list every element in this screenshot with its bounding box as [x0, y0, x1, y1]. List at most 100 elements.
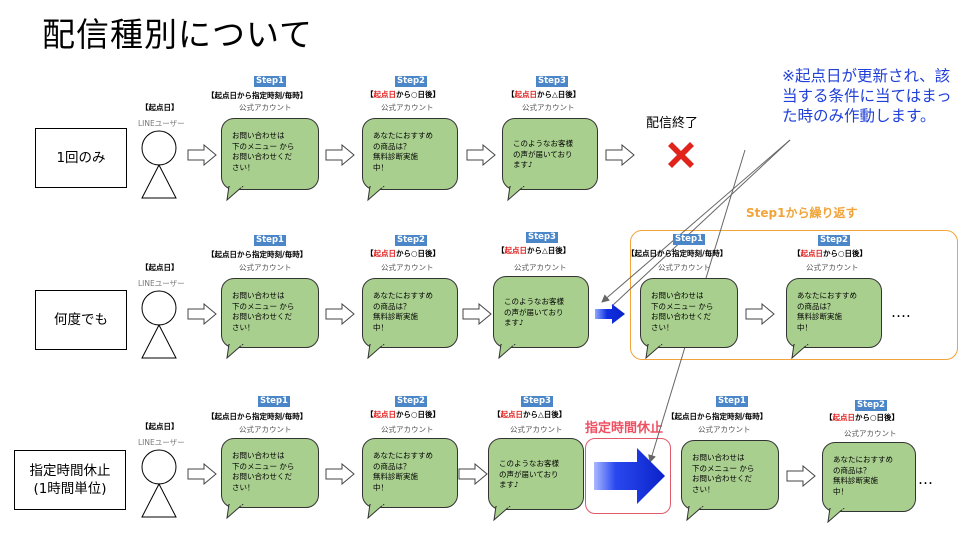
account-label: 公式アカウント — [239, 103, 292, 112]
message-bubble-step2: あなたにおすすめ の商品は？ 無料診断実施 中！ — [362, 278, 458, 348]
message-bubble-step3: このようなお客様 の声が届いており ます♪ — [502, 118, 598, 190]
bubble-tail — [507, 186, 525, 202]
step1-badge: Step1 — [716, 396, 748, 407]
kiten-label: 【起点日】 — [141, 263, 179, 272]
line-user-label: LINEユーザー — [138, 279, 185, 288]
account-label: 公式アカウント — [239, 263, 292, 272]
person-icon — [141, 290, 177, 359]
person-icon — [141, 449, 177, 518]
message-bubble-step1: お問い合わせは 下のメニュー から お問い合わせくだ さい！ — [221, 118, 319, 190]
step1-heading: 【起点日から指定時刻/毎時】 — [207, 250, 308, 259]
pause-label: 指定時間休止 — [585, 421, 664, 436]
step3-heading: 【起点日から△日後】 — [497, 246, 571, 255]
repeat-group-box — [630, 230, 958, 360]
account-label: 公式アカウント — [239, 425, 292, 434]
account-label: 公式アカウント — [514, 263, 567, 272]
hollow-arrow-icon — [786, 465, 816, 487]
line-user-label: LINEユーザー — [138, 438, 185, 447]
hollow-arrow-icon — [605, 144, 635, 166]
step1-heading: 【起点日から指定時刻/毎時】 — [207, 412, 308, 421]
hollow-arrow-icon — [187, 463, 217, 485]
message-bubble-step2: あなたにおすすめ の商品は？ 無料診断実施 中！ — [362, 438, 458, 508]
step2-heading: 【起点日から○日後】 — [366, 249, 441, 258]
bubble-tail — [645, 344, 663, 360]
blue-arrow-icon — [594, 448, 665, 504]
continuation-ellipsis: …. — [891, 303, 911, 321]
step1-badge: Step1 — [673, 234, 705, 245]
account-label: 公式アカウント — [844, 429, 897, 438]
bubble-tail — [827, 508, 845, 524]
message-bubble-step1: お問い合わせは 下のメニュー から お問い合わせくだ さい！ — [221, 278, 319, 348]
continuation-ellipsis: … — [918, 470, 933, 488]
note-text: ※起点日が更新され、該当する条件に当てはまった時のみ作動します。 — [782, 67, 952, 125]
bubble-tail — [226, 186, 244, 202]
bubble-tail — [367, 344, 385, 360]
account-label: 公式アカウント — [381, 103, 434, 112]
bubble-tail — [791, 344, 809, 360]
row-label-once: 1回のみ — [35, 128, 127, 188]
hollow-arrow-icon — [466, 144, 496, 166]
person-icon — [141, 130, 177, 199]
step3-heading: 【起点日から△日後】 — [507, 90, 581, 99]
message-bubble-step3: このようなお客様 の声が届いており ます♪ — [493, 276, 589, 348]
message-bubble-step1: お問い合わせは 下のメニュー から お問い合わせくだ さい！ — [640, 278, 738, 348]
step1-heading: 【起点日から指定時刻/毎時】 — [207, 91, 308, 100]
step3-badge: Step3 — [526, 232, 558, 243]
step1-badge: Step1 — [254, 76, 286, 87]
message-bubble-step1: お問い合わせは 下のメニュー から お問い合わせくだ さい！ — [221, 438, 319, 508]
red-x-icon — [668, 142, 694, 168]
account-label: 公式アカウント — [658, 263, 711, 272]
bubble-tail — [367, 186, 385, 202]
hollow-arrow-icon — [325, 463, 355, 485]
hollow-arrow-icon — [745, 303, 775, 325]
line-user-label: LINEユーザー — [138, 119, 185, 128]
delivery-end-label: 配信終了 — [646, 116, 699, 131]
step1-heading: 【起点日から指定時刻/毎時】 — [667, 412, 768, 421]
bubble-tail — [498, 344, 516, 360]
hollow-arrow-icon — [187, 303, 217, 325]
step2-badge: Step2 — [395, 76, 427, 87]
hollow-arrow-icon — [325, 303, 355, 325]
message-bubble-step3: このようなお客様 の声が届いており ます♪ — [488, 438, 584, 510]
row-label-repeat: 何度でも — [35, 290, 127, 350]
message-bubble-step2: あなたにおすすめ の商品は？ 無料診断実施 中！ — [362, 118, 458, 190]
step2-heading: 【起点日から○日後】 — [366, 410, 441, 419]
step3-badge: Step3 — [536, 76, 568, 87]
bubble-tail — [226, 504, 244, 520]
hollow-arrow-icon — [462, 303, 492, 325]
repeat-label: Step1から繰り返す — [746, 206, 858, 220]
step2-heading: 【起点日から○日後】 — [793, 249, 868, 258]
message-bubble-step2: あなたにおすすめ の商品は？ 無料診断実施 中！ — [822, 442, 916, 512]
row-label-pause: 指定時間休止 (1時間単位) — [14, 450, 126, 510]
account-label: 公式アカウント — [510, 425, 563, 434]
step3-heading: 【起点日から△日後】 — [493, 410, 567, 419]
bubble-tail — [493, 506, 511, 522]
step1-badge: Step1 — [258, 396, 290, 407]
step2-badge: Step2 — [818, 235, 850, 246]
bubble-tail — [367, 504, 385, 520]
kiten-label: 【起点日】 — [141, 103, 179, 112]
step1-badge: Step1 — [254, 235, 286, 246]
page-title: 配信種別について — [42, 15, 314, 54]
account-label: 公式アカウント — [522, 103, 575, 112]
kiten-label: 【起点日】 — [141, 422, 179, 431]
step2-heading: 【起点日から○日後】 — [825, 413, 900, 422]
account-label: 公式アカウント — [698, 425, 751, 434]
step1-heading: 【起点日から指定時刻/毎時】 — [627, 249, 728, 258]
step2-heading: 【起点日から○日後】 — [366, 90, 441, 99]
step2-badge: Step2 — [395, 235, 427, 246]
step3-badge: Step3 — [521, 396, 553, 407]
account-label: 公式アカウント — [381, 263, 434, 272]
pause-group-box — [585, 438, 671, 514]
bubble-tail — [686, 506, 704, 522]
hollow-arrow-icon — [325, 144, 355, 166]
message-bubble-step2: あなたにおすすめ の商品は？ 無料診断実施 中！ — [786, 278, 882, 348]
step2-badge: Step2 — [395, 396, 427, 407]
hollow-arrow-icon — [458, 463, 488, 485]
account-label: 公式アカウント — [381, 425, 434, 434]
message-bubble-step1: お問い合わせは 下のメニュー から お問い合わせくだ さい！ — [681, 440, 779, 510]
blue-arrow-icon — [595, 304, 625, 324]
account-label: 公式アカウント — [806, 263, 859, 272]
hollow-arrow-icon — [187, 144, 217, 166]
bubble-tail — [226, 344, 244, 360]
